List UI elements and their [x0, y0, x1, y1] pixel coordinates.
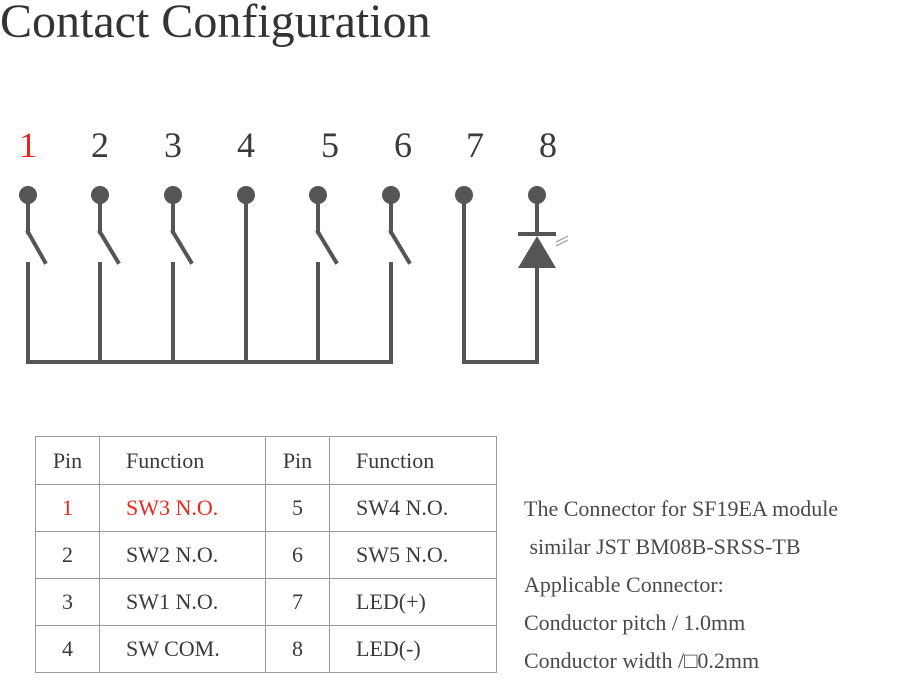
cell-function: SW COM.	[99, 625, 266, 673]
header-pin: Pin	[265, 436, 330, 485]
pin-dot-4	[237, 186, 255, 204]
connector-notes: The Connector for SF19EA module similar …	[524, 490, 838, 680]
pin-label-4: 4	[237, 125, 255, 165]
cell-pin: 7	[265, 578, 330, 626]
header-function: Function	[99, 436, 266, 485]
pin-dot-3	[164, 186, 182, 204]
note-line: Conductor pitch / 1.0mm	[524, 610, 746, 635]
pin-dot-6	[382, 186, 400, 204]
cell-pin: 4	[35, 625, 100, 673]
pin-label-1: 1	[19, 125, 37, 165]
cell-pin: 1	[35, 484, 100, 532]
pin-dot-2	[91, 186, 109, 204]
note-line: Applicable Connector:	[524, 572, 724, 597]
pin-dot-1	[19, 186, 37, 204]
pin-label-2: 2	[91, 125, 109, 165]
cell-pin: 3	[35, 578, 100, 626]
diagram-title: Contact Configuration	[0, 0, 431, 48]
pin-function-table: Pin Function Pin Function 1 SW3 N.O. 5 S…	[35, 436, 497, 673]
pin-dot-8	[528, 186, 546, 204]
switch-sw4-symbol	[315, 193, 339, 364]
cell-function: SW1 N.O.	[99, 578, 266, 626]
switch-sw3-symbol	[25, 193, 48, 364]
cell-pin: 8	[265, 625, 330, 673]
cell-function: SW4 N.O.	[329, 484, 497, 532]
table-row: 4 SW COM. 8 LED(-)	[35, 625, 497, 673]
note-line: The Connector for SF19EA module	[524, 496, 839, 521]
cell-pin: 2	[35, 531, 100, 579]
table-row: 3 SW1 N.O. 7 LED(+)	[35, 578, 497, 626]
contact-schematic	[19, 186, 569, 364]
led-icon	[518, 232, 569, 268]
switch-sw2-symbol	[97, 193, 121, 364]
pin-label-6: 6	[394, 125, 412, 165]
switch-sw5-symbol	[388, 193, 412, 364]
note-line: Conductor width /□0.2mm	[524, 648, 760, 673]
switch-sw1-symbol	[170, 193, 194, 364]
table-row: 2 SW2 N.O. 6 SW5 N.O.	[35, 531, 497, 579]
pin-label-5: 5	[321, 125, 339, 165]
cell-pin: 5	[265, 484, 330, 532]
cell-function: SW2 N.O.	[99, 531, 266, 579]
cell-pin: 6	[265, 531, 330, 579]
pin-label-7: 7	[466, 125, 484, 165]
table-row: 1 SW3 N.O. 5 SW4 N.O.	[35, 484, 497, 532]
note-line: similar JST BM08B-SRSS-TB	[524, 534, 801, 559]
pin-label-8: 8	[539, 125, 557, 165]
header-function: Function	[329, 436, 497, 485]
cell-function: SW5 N.O.	[329, 531, 497, 579]
pin-label-3: 3	[164, 125, 182, 165]
led-loop-line	[462, 193, 539, 364]
pin-dot-7	[455, 186, 473, 204]
cell-function: LED(+)	[329, 578, 497, 626]
header-pin: Pin	[35, 436, 100, 485]
table-header-row: Pin Function Pin Function	[35, 436, 497, 485]
pin-dot-5	[309, 186, 327, 204]
cell-function: LED(-)	[329, 625, 497, 673]
cell-function: SW3 N.O.	[99, 484, 266, 532]
